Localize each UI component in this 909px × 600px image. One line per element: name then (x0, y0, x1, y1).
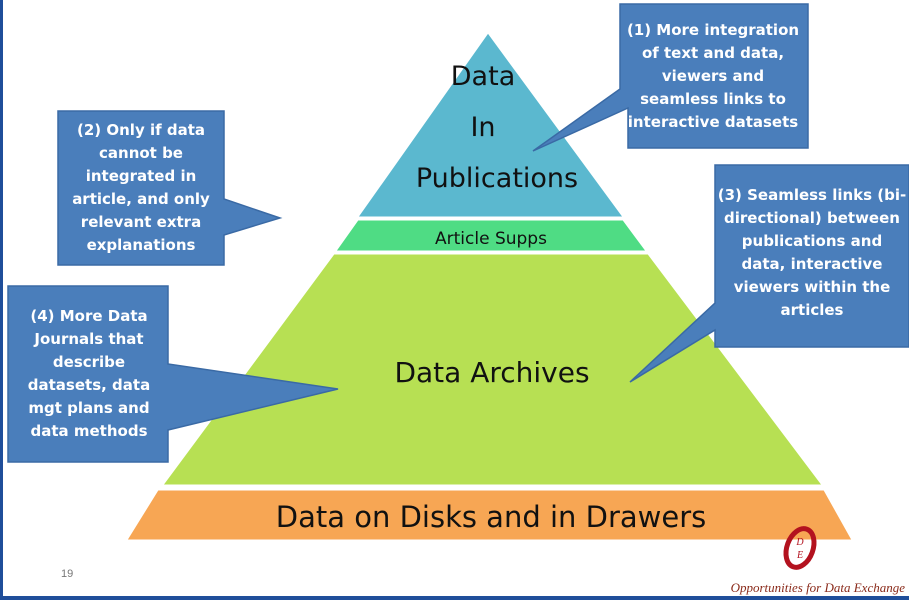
callout-1-shape (532, 3, 809, 152)
tier-article-supps-shape (335, 219, 647, 252)
footer-org-name: Opportunities for Data Exchange (731, 580, 906, 595)
callout-4-line-6: data methods (31, 422, 148, 440)
tier-article-supps-label: Article Supps (435, 229, 547, 249)
callout-2-line-4: article, and only (72, 190, 210, 208)
callout-2-line-5: relevant extra (81, 213, 201, 231)
callout-2-shape (57, 110, 283, 266)
slide-frame-bottom (0, 596, 909, 600)
callout-4-line-4: datasets, data (28, 376, 150, 394)
callout-3-line-4: data, interactive (742, 255, 883, 273)
ode-logo-icon: D E (783, 526, 817, 570)
callout-2-line-2: cannot be (99, 144, 183, 162)
tier-disks-drawers-label: Data on Disks and in Drawers (276, 500, 706, 534)
callout-3-line-3: publications and (742, 232, 882, 250)
callout-1-line-3: viewers and (662, 67, 764, 85)
callout-3-line-2: directional) between (724, 209, 900, 227)
callout-1-line-2: of text and data, (642, 44, 784, 62)
slide-frame-left (0, 0, 3, 600)
callout-4-shape (7, 285, 339, 463)
callout-2-line-3: integrated in (86, 167, 197, 185)
callout-4-line-3: describe (53, 353, 125, 371)
callout-1-line-1: (1) More integration (627, 21, 799, 39)
callout-3-line-6: articles (781, 301, 844, 319)
tier-publications-label-1: Data (451, 61, 515, 92)
svg-text:E: E (796, 550, 803, 561)
callout-3-line-5: viewers within the (734, 278, 891, 296)
callout-2-line-6: explanations (87, 236, 196, 254)
tier-disks-drawers-shape (126, 489, 853, 541)
callout-4-line-2: Journals that (33, 330, 143, 348)
callout-1-line-4: seamless links to (640, 90, 786, 108)
svg-text:D: D (795, 537, 804, 548)
tier-publications-label-3: Publications (416, 163, 578, 194)
callout-3-shape (629, 164, 909, 383)
tier-publications-shape (357, 32, 624, 218)
tier-data-archives-label: Data Archives (394, 356, 589, 389)
callout-1-line-5: interactive datasets (628, 113, 798, 131)
page-number: 19 (61, 568, 73, 580)
callout-4-line-1: (4) More Data (30, 307, 147, 325)
callout-2-line-1: (2) Only if data (77, 121, 205, 139)
callout-4-line-5: mgt plans and (28, 399, 149, 417)
tier-publications-label-2: In (470, 112, 495, 143)
callout-3-line-1: (3) Seamless links (bi- (718, 186, 907, 204)
